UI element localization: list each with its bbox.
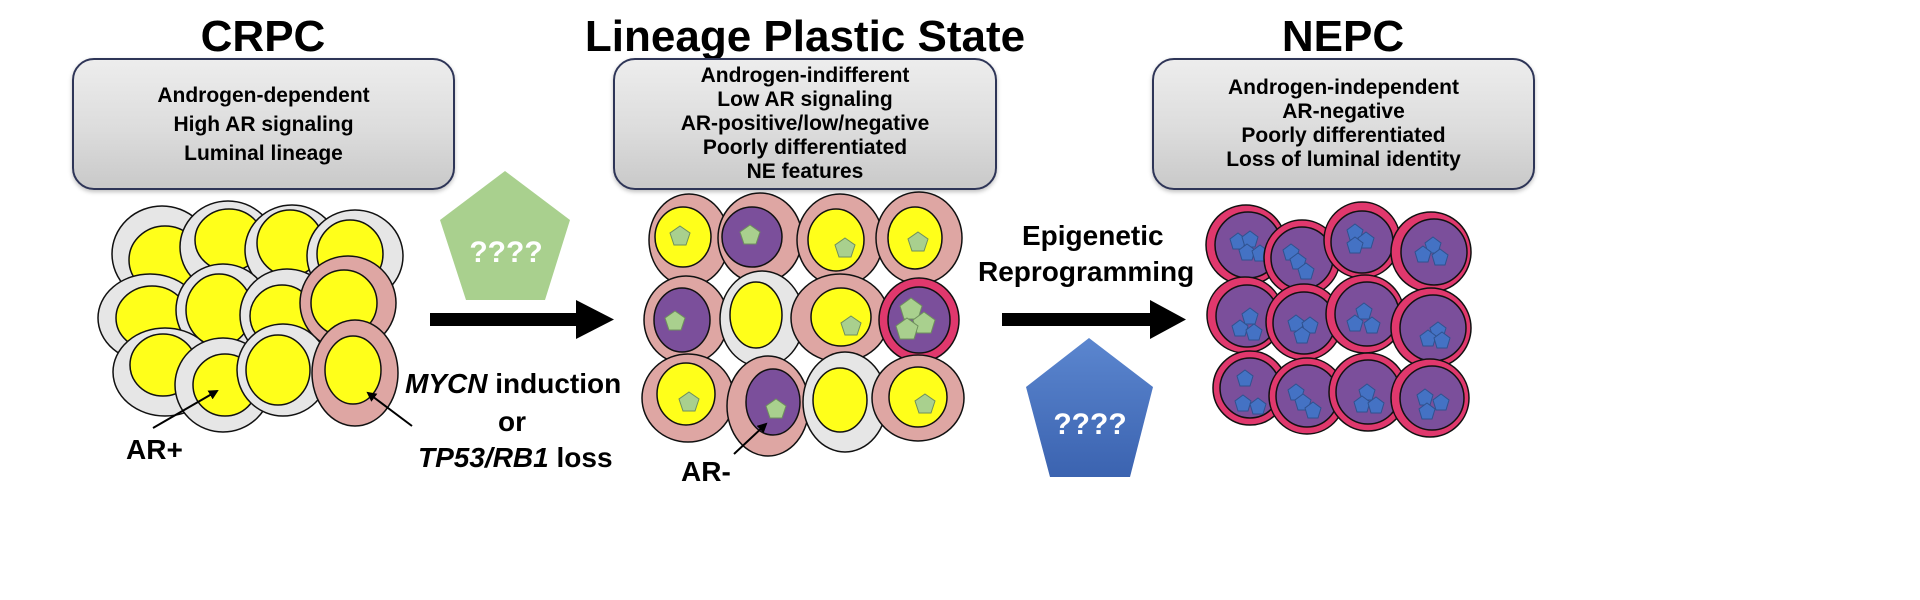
nepc-cell xyxy=(1265,283,1343,361)
plastic-feature-5: NE features xyxy=(746,160,864,183)
plastic-cell-ar-neg xyxy=(726,355,810,457)
crpc-cell-pink xyxy=(311,319,399,427)
plastic-state-title: Lineage Plastic State xyxy=(584,12,1026,61)
plastic-cell xyxy=(871,354,965,442)
plastic-cell xyxy=(875,191,963,285)
nepc-features-box: Androgen-independent AR-negative Poorly … xyxy=(1152,58,1535,190)
epigenetic-label-line1: Epigenetic xyxy=(1022,220,1164,251)
driver-tp53-line: TP53/RB1 loss xyxy=(418,444,613,472)
nepc-feature-3: Poorly differentiated xyxy=(1241,124,1446,147)
transition-arrow-1 xyxy=(430,300,614,339)
nepc-cell xyxy=(1328,352,1408,432)
driver-mycn-gene: MYCN xyxy=(405,368,488,399)
nepc-cell xyxy=(1390,358,1470,438)
plastic-cell-cluster xyxy=(641,191,965,457)
plastic-cell xyxy=(719,270,805,368)
plastic-feature-3: AR-positive/low/negative xyxy=(680,112,930,135)
nepc-feature-4: Loss of luminal identity xyxy=(1226,148,1461,171)
nepc-cell-cluster xyxy=(1205,201,1472,438)
nepc-cell xyxy=(1206,276,1284,354)
crpc-feature-2: High AR signaling xyxy=(173,112,354,136)
nepc-feature-1: Androgen-independent xyxy=(1228,76,1459,99)
ar-positive-label: AR+ xyxy=(126,434,183,465)
plastic-feature-4: Poorly differentiated xyxy=(702,136,908,159)
ar-neg-pointer-arrow xyxy=(733,422,768,455)
plastic-cell-ne xyxy=(878,277,960,363)
crpc-features-box: Androgen-dependent High AR signaling Lum… xyxy=(72,58,455,190)
nepc-feature-2: AR-negative xyxy=(1282,100,1405,123)
plastic-cell xyxy=(717,192,803,284)
nepc-cell xyxy=(1323,201,1401,279)
crpc-feature-3: Luminal lineage xyxy=(184,141,343,165)
nepc-cell xyxy=(1325,274,1405,354)
ar-negative-label: AR- xyxy=(681,456,731,487)
plastic-features-box: Androgen-indifferent Low AR signaling AR… xyxy=(613,58,997,190)
blue-pentagon-shape xyxy=(1026,338,1153,477)
epigenetic-label-line2: Reprogramming xyxy=(978,256,1195,287)
crpc-cell xyxy=(236,323,330,417)
nepc-cell xyxy=(1390,211,1472,293)
driver-mycn-text: induction xyxy=(487,368,622,399)
plastic-cell xyxy=(790,273,890,363)
green-pentagon-label: ???? xyxy=(469,236,543,269)
nepc-title: NEPC xyxy=(1281,12,1405,61)
driver-pointer-arrow xyxy=(366,391,413,427)
plastic-cell xyxy=(648,193,730,287)
plastic-cell xyxy=(802,351,888,453)
driver-tp53-gene: TP53/RB1 xyxy=(418,442,549,473)
nepc-cell xyxy=(1212,350,1288,426)
driver-or: or xyxy=(498,406,526,437)
ar-pos-pointer-arrow xyxy=(152,389,219,429)
plastic-cell xyxy=(641,353,735,443)
nepc-cell xyxy=(1390,287,1472,369)
blue-pentagon-label: ???? xyxy=(1053,408,1127,441)
nepc-cell xyxy=(1268,357,1346,435)
plastic-cell xyxy=(643,275,729,365)
driver-tp53-text: loss xyxy=(548,442,613,473)
crpc-cell-cluster xyxy=(97,200,413,433)
plastic-feature-1: Androgen-indifferent xyxy=(700,64,910,87)
plastic-feature-2: Low AR signaling xyxy=(717,88,893,111)
crpc-feature-1: Androgen-dependent xyxy=(157,83,370,107)
plastic-cell xyxy=(796,193,884,287)
driver-mycn-line: MYCN induction xyxy=(405,370,621,398)
green-pentagon-shape xyxy=(440,171,570,300)
transition-arrow-2 xyxy=(1002,300,1186,339)
crpc-title: CRPC xyxy=(200,12,326,61)
